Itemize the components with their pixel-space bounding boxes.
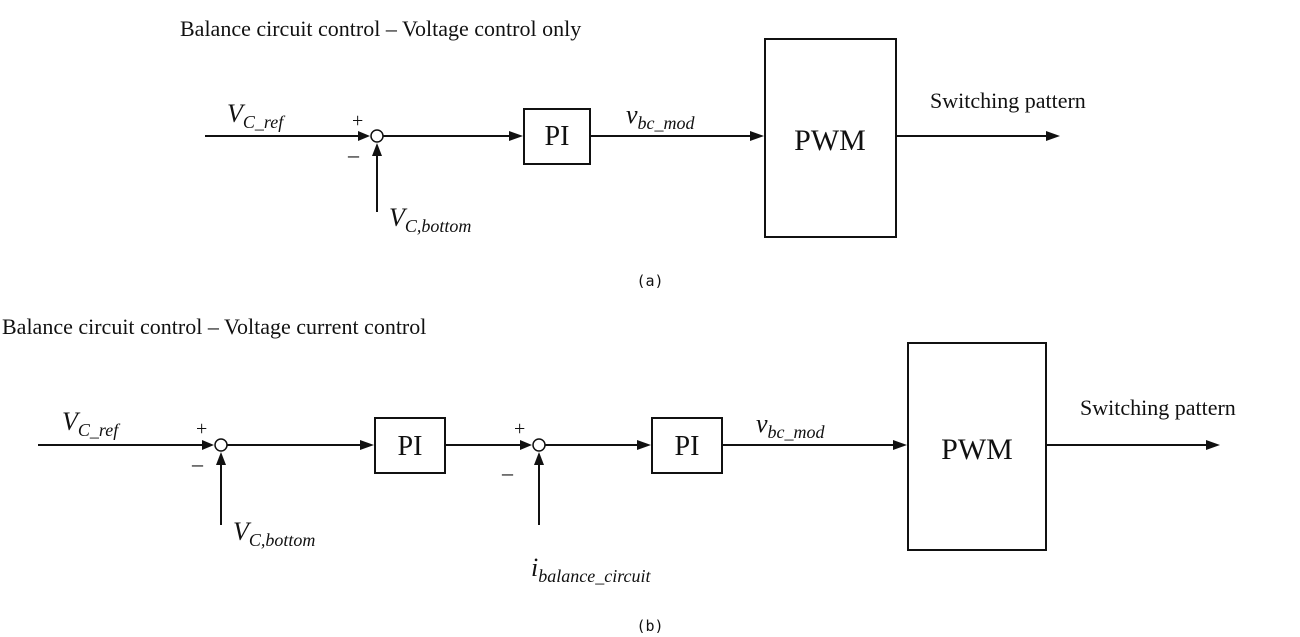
diagram-b-input-arrow [202,440,214,450]
diagram-a-sum-junction [370,129,384,143]
diagram-a-output-arrow [1046,131,1060,141]
diagram-b-pwm-label: PWM [941,433,1013,466]
diagram-a-pi-arrow [509,131,523,141]
diagram-b-sum1-plus: + [196,418,207,440]
diagram-b-pi2-label: PI [675,431,700,462]
diagram-a-feedback-label: VC,bottom [389,203,471,236]
diagram-b-sum2-arrow [520,440,532,450]
diagram-b-output-label: Switching pattern [1080,395,1236,420]
diagram-a-pi-label: PI [545,121,570,152]
diagram-b-pi1-label: PI [398,431,423,462]
diagram-a-feedback-arrow [372,143,382,156]
diagram-b-feedback1-label: VC,bottom [233,517,315,550]
diagram-a-pwm-label: PWM [794,124,866,157]
diagram-b-pi2-block [651,417,723,474]
diagram-a-pwm-block [764,38,897,238]
diagram-b-sum2-junction [532,438,546,452]
diagram-b: Balance circuit control – Voltage curren… [2,314,1236,635]
diagram-b-feedback1-arrow [216,452,226,465]
diagram-b-pwm-arrow [893,440,907,450]
diagram-b-sum1-junction [214,438,228,452]
diagram-b-output-arrow [1206,440,1220,450]
diagram-b-input-label: VC_ref [62,407,121,440]
diagram-a-pi-block [523,108,591,165]
diagram-b-pi2-arrow [637,440,651,450]
diagram-a-sum-plus: + [352,110,363,132]
diagram-b-pi1-arrow [360,440,374,450]
diagram-b-sum1-minus: – [191,451,204,476]
diagram-b-sum2-plus: + [514,418,525,440]
diagram-a-signal-label: vbc_mod [626,100,696,133]
diagram-b-signal-label: vbc_mod [756,409,826,442]
diagram-a: Balance circuit control – Voltage contro… [180,16,1086,290]
diagram-a-sum-minus: – [347,142,360,167]
diagram-b-pwm-block [907,342,1047,551]
diagram-b-caption: (b) [636,617,663,635]
diagram-b-sum2-minus: – [501,460,514,485]
diagram-a-input-label: VC_ref [227,99,286,132]
diagram-a-pwm-arrow [750,131,764,141]
diagram-a-caption: (a) [636,272,663,290]
diagram-b-title: Balance circuit control – Voltage curren… [2,314,426,339]
diagram-a-title: Balance circuit control – Voltage contro… [180,16,581,41]
diagram-b-feedback2-arrow [534,452,544,465]
diagram-b-feedback2-label: ibalance_circuit [531,553,652,586]
diagram-a-output-label: Switching pattern [930,88,1086,113]
diagram-a-input-arrow [358,131,370,141]
